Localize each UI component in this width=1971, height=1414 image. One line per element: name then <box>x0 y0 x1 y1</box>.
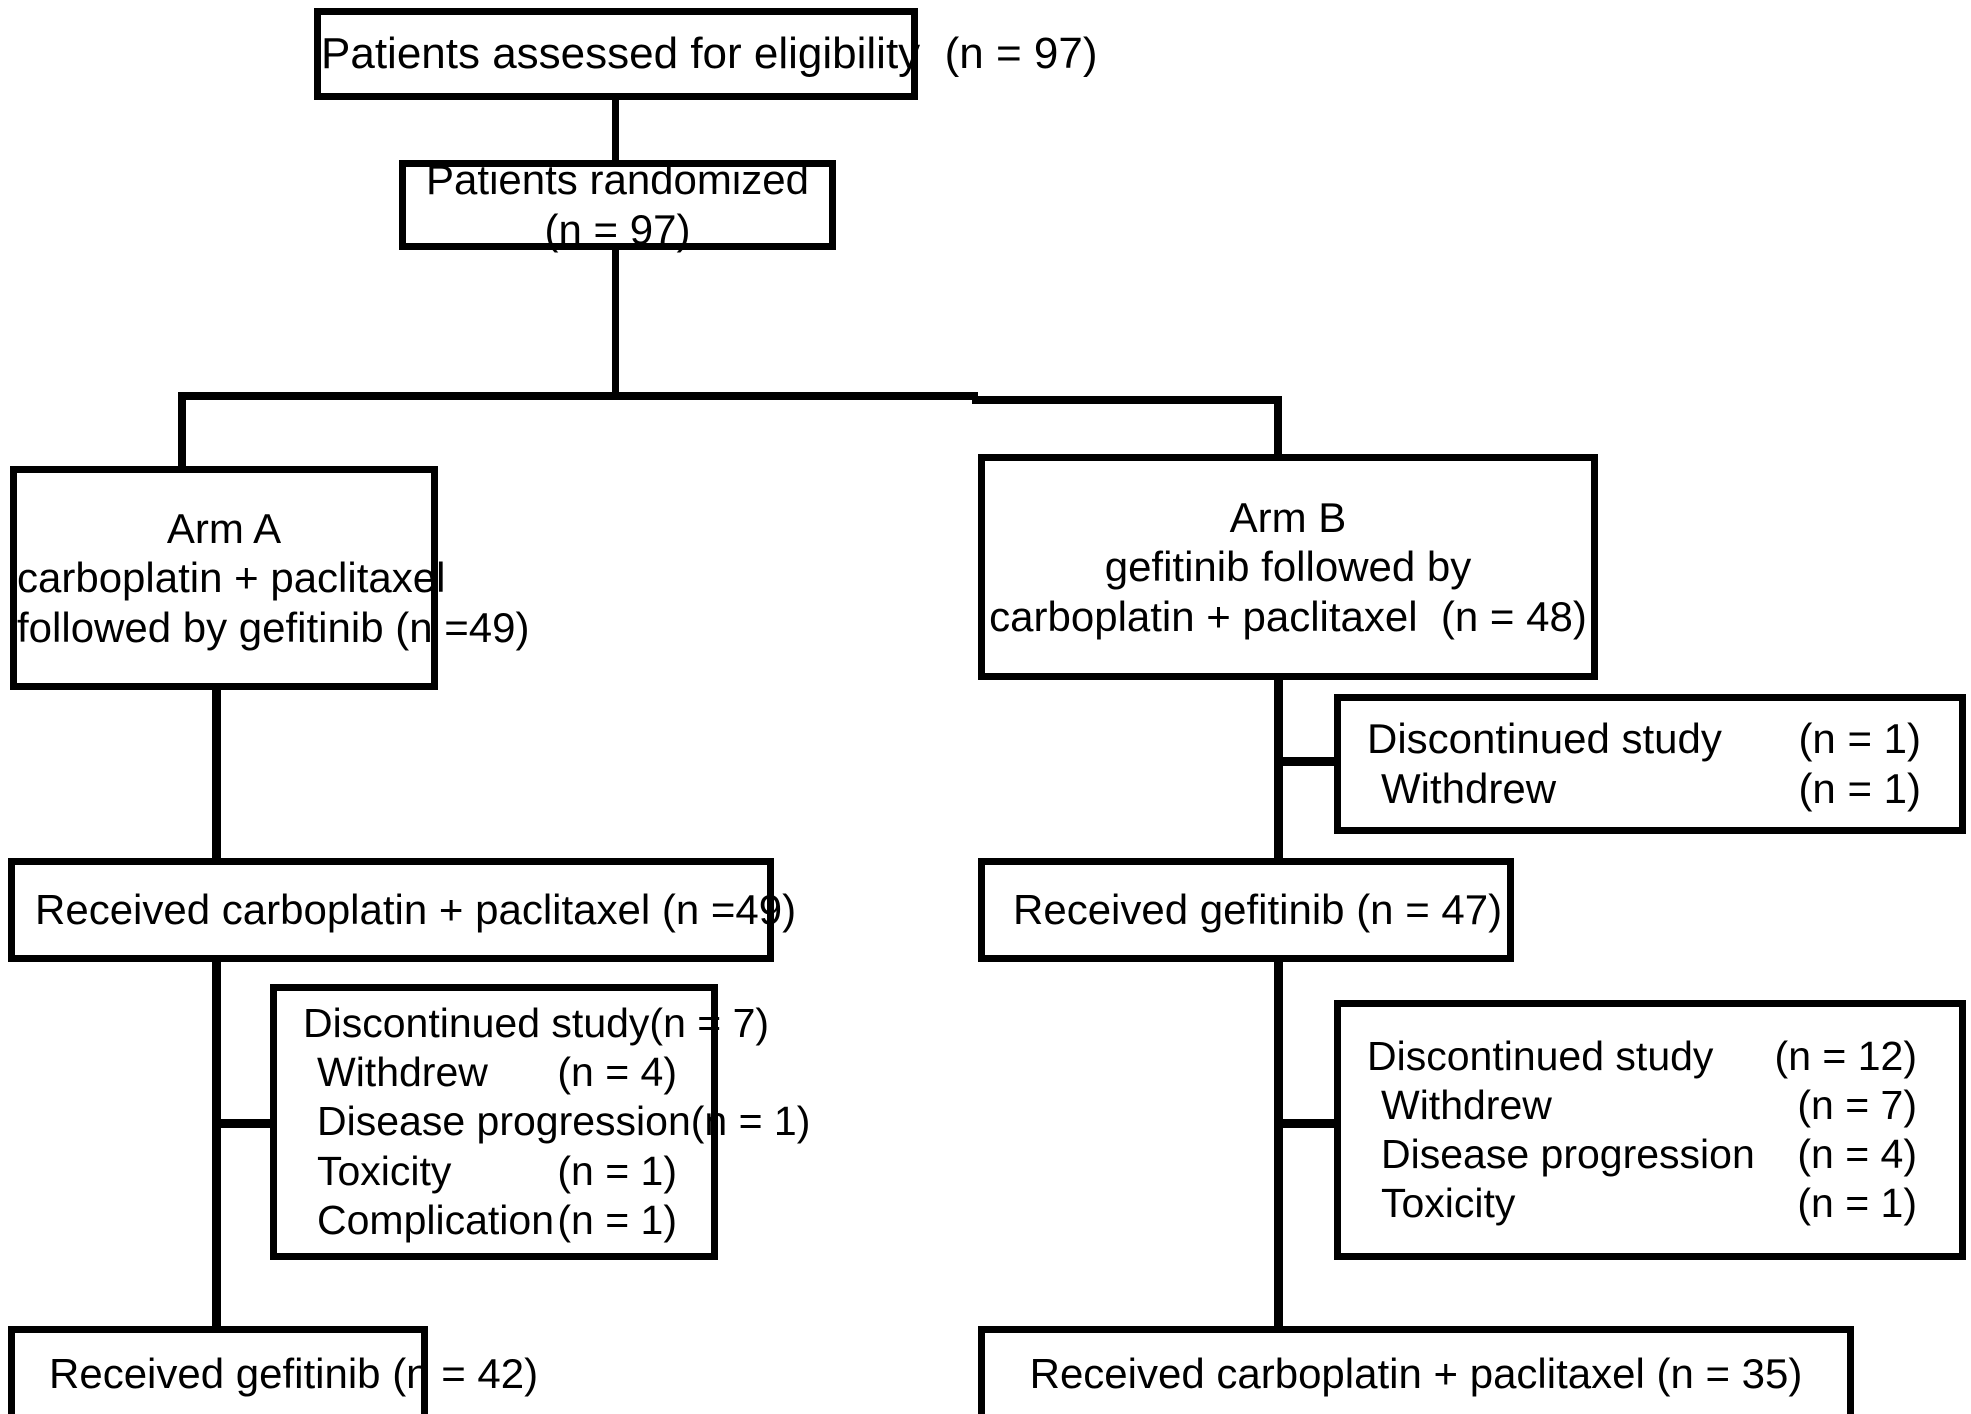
node-arm-b-discontinuation[interactable]: Discontinued study (n = 12) Withdrew (n … <box>1334 1000 1966 1260</box>
node-patients-randomized[interactable]: Patients randomized (n = 97) <box>399 156 836 253</box>
dropout-row: Withdrew (n = 7) <box>1367 1081 1917 1130</box>
arm-a-line-1: Arm A <box>166 504 282 552</box>
arm-b-line-1: Arm B <box>1229 493 1347 541</box>
connector-arm-a-to-received-chemo <box>212 534 221 860</box>
connector-randomization-split-right <box>972 396 1282 404</box>
dropout-label: Complication <box>317 1196 554 1243</box>
arm-a-received-first-line: Received carboplatin + paclitaxel (n =49… <box>35 886 797 934</box>
dropout-label: Discontinued study <box>1367 1032 1714 1079</box>
connector-arm-b-to-received-gefitinib <box>1274 534 1283 860</box>
dropout-count: (n = 7) <box>1797 1081 1917 1128</box>
dropout-row: Withdrew (n = 4) <box>303 1048 677 1097</box>
dropout-label: Disease progression <box>1381 1131 1755 1177</box>
dropout-label: Withdrew <box>1381 765 1557 812</box>
connector-split-drop-arm-a <box>178 392 186 470</box>
dropout-label: Withdrew <box>317 1049 488 1096</box>
node-arm-b-received-carboplatin-paclitaxel[interactable]: Received carboplatin + paclitaxel (n = 3… <box>978 1326 1854 1414</box>
dropout-count: (n = 1) <box>1798 765 1921 812</box>
arm-a-discontinuation-rows: Discontinued study (n = 7) Withdrew (n =… <box>303 999 810 1245</box>
node-arm-b-received-gefitinib[interactable]: Received gefitinib (n = 47) <box>978 858 1514 962</box>
arm-b-discontinuation-rows: Discontinued study (n = 12) Withdrew (n … <box>1367 1032 1917 1229</box>
dropout-label: Withdrew <box>1381 1081 1552 1128</box>
node-arm-a-discontinuation[interactable]: Discontinued study (n = 7) Withdrew (n =… <box>270 984 810 1260</box>
dropout-count: (n = 7) <box>649 1000 770 1047</box>
arm-a-line-3: followed by gefitinib (n =49) <box>17 603 530 651</box>
connector-eligibility-to-randomized <box>612 98 619 162</box>
arm-a-line-2: carboplatin + paclitaxel <box>17 554 446 602</box>
randomized-line-2: (n = 97) <box>544 206 691 253</box>
node-patients-assessed-for-eligibility[interactable]: Patients assessed for eligibility (n = 9… <box>314 8 1098 100</box>
dropout-count: (n = 1) <box>557 1196 677 1243</box>
connector-split-drop-arm-b <box>1274 396 1282 458</box>
dropout-row: Disease progression (n = 4) <box>1367 1130 1917 1179</box>
dropout-row: Complication (n = 1) <box>303 1196 677 1245</box>
dropout-row: Toxicity (n = 1) <box>303 1147 677 1196</box>
node-arm-a-received-gefitinib[interactable]: Received gefitinib (n = 42) <box>8 1326 539 1414</box>
dropout-row: Discontinued study (n = 1) <box>1367 714 1921 764</box>
dropout-count: (n = 1) <box>1797 1180 1917 1227</box>
dropout-count: (n = 1) <box>690 1098 811 1145</box>
dropout-count: (n = 4) <box>557 1049 677 1096</box>
dropout-count: (n = 1) <box>1798 714 1921 762</box>
dropout-row: Discontinued study (n = 12) <box>1367 1032 1917 1081</box>
dropout-count: (n = 12) <box>1774 1032 1917 1079</box>
arm-b-line-2: gefitinib followed by <box>1104 543 1472 591</box>
node-arm-a[interactable]: Arm A carboplatin + paclitaxel followed … <box>10 466 530 690</box>
connector-arm-b-dropout-stub <box>1274 1119 1340 1128</box>
connector-randomization-split-left <box>178 392 978 400</box>
arm-b-received-second-line: Received carboplatin + paclitaxel (n = 3… <box>1029 1350 1803 1398</box>
dropout-row: Discontinued study (n = 7) <box>303 999 769 1048</box>
eligibility-line-1: Patients assessed for eligibility (n = 9… <box>321 29 1098 79</box>
dropout-row: Toxicity (n = 1) <box>1367 1179 1917 1228</box>
arm-b-line-3: carboplatin + paclitaxel (n = 48) <box>989 592 1587 640</box>
randomized-line-1: Patients randomized <box>426 156 809 204</box>
dropout-count: (n = 1) <box>557 1147 677 1194</box>
dropout-label: Toxicity <box>317 1147 452 1194</box>
connector-arm-b-early-dropout-stub <box>1274 757 1340 766</box>
node-arm-a-received-carboplatin-paclitaxel[interactable]: Received carboplatin + paclitaxel (n =49… <box>8 858 797 962</box>
dropout-row: Withdrew (n = 1) <box>1367 764 1921 814</box>
dropout-label: Discontinued study <box>1367 714 1722 762</box>
dropout-label: Disease progression <box>317 1098 691 1145</box>
connector-arm-b-received-gefitinib-to-chemo <box>1274 960 1283 1332</box>
dropout-count: (n = 4) <box>1797 1131 1917 1177</box>
dropout-label: Toxicity <box>1381 1180 1516 1227</box>
arm-a-received-second-line: Received gefitinib (n = 42) <box>49 1350 539 1398</box>
connector-arm-a-received-chemo-to-gefitinib <box>212 960 221 1332</box>
dropout-row: Disease progression (n = 1) <box>303 1097 810 1146</box>
dropout-label: Discontinued study <box>303 1000 650 1047</box>
connector-randomized-stem <box>612 248 619 398</box>
arm-b-early-discontinuation-rows: Discontinued study (n = 1) Withdrew (n =… <box>1367 714 1921 815</box>
connector-arm-a-dropout-stub <box>212 1119 278 1128</box>
node-arm-b-early-discontinuation[interactable]: Discontinued study (n = 1) Withdrew (n =… <box>1334 694 1966 834</box>
arm-b-received-first-line: Received gefitinib (n = 47) <box>1013 886 1503 934</box>
node-arm-b[interactable]: Arm B gefitinib followed by carboplatin … <box>978 454 1598 680</box>
